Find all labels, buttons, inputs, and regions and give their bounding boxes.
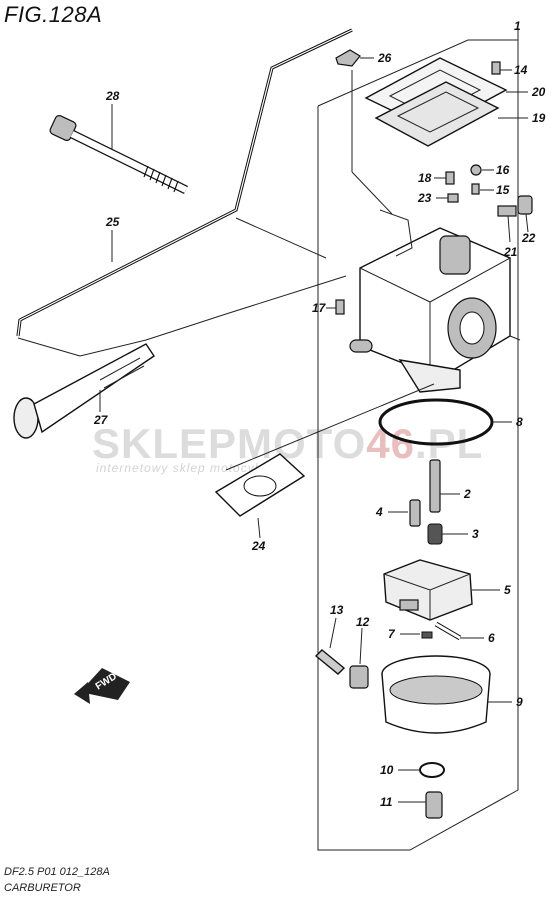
svg-text:5: 5 <box>504 583 511 597</box>
part-27-choke-shaft <box>13 343 155 439</box>
svg-text:20: 20 <box>531 85 546 99</box>
part-4-jet <box>409 499 421 527</box>
callout-5: 5 <box>472 583 511 597</box>
svg-text:28: 28 <box>105 89 120 103</box>
part-14-screw <box>491 61 501 75</box>
fwd-arrow-icon: FWD <box>74 668 130 704</box>
callout-25: 25 <box>105 215 120 262</box>
part-24-gasket <box>214 453 306 517</box>
part-22-screw <box>517 195 533 215</box>
svg-text:1: 1 <box>514 19 521 33</box>
callout-12: 12 <box>356 615 370 665</box>
svg-text:13: 13 <box>330 603 344 617</box>
svg-text:16: 16 <box>496 163 510 177</box>
part-26-clip <box>335 49 361 67</box>
callout-1: 1 <box>514 19 521 33</box>
svg-text:12: 12 <box>356 615 370 629</box>
callout-8: 8 <box>492 415 523 429</box>
part-25-link-rod <box>16 28 353 337</box>
figure-title: FIG.128A <box>4 2 103 27</box>
callout-9: 9 <box>488 695 523 709</box>
callout-20: 20 <box>506 85 546 99</box>
callout-10: 10 <box>380 763 420 777</box>
svg-text:10: 10 <box>380 763 394 777</box>
svg-text:21: 21 <box>503 245 518 259</box>
svg-text:3: 3 <box>472 527 479 541</box>
part-5-float <box>383 559 473 621</box>
svg-text:18: 18 <box>418 171 432 185</box>
watermark-46: 46 <box>366 420 415 467</box>
svg-text:4: 4 <box>375 505 383 519</box>
part-21-spring <box>497 205 517 217</box>
watermark-sklep: SKLEP <box>92 420 237 467</box>
svg-text:23: 23 <box>417 191 432 205</box>
part-12-spring <box>349 665 369 689</box>
callout-7: 7 <box>388 627 420 641</box>
drawing-code: DF2.5 P01 012_128A <box>4 866 110 878</box>
part-7-needle <box>421 631 433 639</box>
part-11-drain-screw <box>425 791 443 819</box>
callout-2: 2 <box>440 487 471 501</box>
part-3-main-jet <box>427 523 443 545</box>
svg-text:8: 8 <box>516 415 523 429</box>
svg-text:9: 9 <box>516 695 523 709</box>
callout-21: 21 <box>503 215 518 259</box>
part-28-bolt <box>49 115 188 195</box>
part-13-screw <box>314 649 346 675</box>
part-9-float-bowl <box>381 655 491 734</box>
part-2-nozzle <box>429 459 441 513</box>
svg-text:22: 22 <box>521 231 536 245</box>
svg-text:11: 11 <box>380 795 393 809</box>
part-17-screw <box>335 299 345 315</box>
callout-6: 6 <box>460 631 495 645</box>
watermark-moto: MOTO <box>237 420 366 467</box>
guide-lines <box>17 70 521 471</box>
callout-17: 17 <box>312 301 336 315</box>
svg-text:6: 6 <box>488 631 495 645</box>
carburetor-body <box>349 209 511 393</box>
callout-26: 26 <box>360 51 392 65</box>
callout-22: 22 <box>521 213 536 245</box>
part-10-washer <box>419 762 445 778</box>
callout-11: 11 <box>380 795 426 809</box>
svg-text:27: 27 <box>93 413 109 427</box>
svg-text:24: 24 <box>251 539 266 553</box>
svg-text:17: 17 <box>312 301 327 315</box>
part-6-float-pin <box>434 621 462 641</box>
svg-text:7: 7 <box>388 627 396 641</box>
svg-text:14: 14 <box>514 63 528 77</box>
svg-text:15: 15 <box>496 183 510 197</box>
part-16-screw <box>470 164 482 176</box>
callout-19: 19 <box>498 111 546 125</box>
callout-4: 4 <box>375 505 408 519</box>
part-19-gasket <box>374 81 500 147</box>
assembly-outline <box>317 28 519 851</box>
callout-28: 28 <box>105 89 120 150</box>
svg-text:25: 25 <box>105 215 120 229</box>
svg-text:26: 26 <box>377 51 392 65</box>
callout-18: 18 <box>418 171 446 185</box>
callout-14: 14 <box>500 63 528 77</box>
part-23-screw <box>447 193 459 203</box>
callout-3: 3 <box>442 527 479 541</box>
svg-text:19: 19 <box>532 111 546 125</box>
callout-16: 16 <box>482 163 510 177</box>
part-15-screw <box>471 183 480 195</box>
part-18-screw <box>445 171 455 185</box>
svg-text:2: 2 <box>463 487 471 501</box>
callout-13: 13 <box>329 603 344 649</box>
callout-23: 23 <box>417 191 448 205</box>
drawing-name: CARBURETOR <box>4 882 81 894</box>
callout-15: 15 <box>480 183 510 197</box>
callout-27: 27 <box>93 390 109 427</box>
callout-24: 24 <box>251 517 266 553</box>
